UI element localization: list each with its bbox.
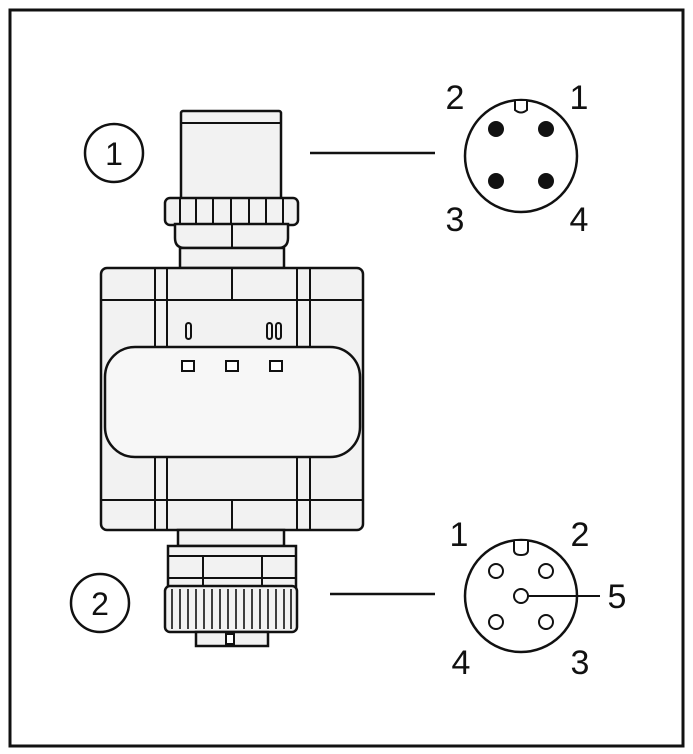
- callout-1-text: 1: [105, 136, 123, 172]
- bottom-pin-1: [488, 563, 504, 579]
- callout-2-text: 2: [91, 586, 109, 622]
- mark-i: [185, 322, 192, 340]
- bottom-pin-2: [538, 563, 554, 579]
- pinout-top-key: [514, 101, 528, 114]
- led-1: [181, 360, 195, 372]
- bottom-neck: [176, 528, 286, 548]
- mark-ii-b: [275, 322, 282, 340]
- housing-label-panel: [103, 345, 362, 459]
- pinout-top-face: [463, 98, 579, 214]
- bottom-connector-key: [225, 633, 235, 645]
- led-3: [269, 360, 283, 372]
- pinout-male-4pin: 1 2 3 4: [446, 79, 589, 239]
- top-pin-label-3: 3: [446, 201, 465, 239]
- bottom-pin-4: [488, 614, 504, 630]
- callout-2: 2: [69, 572, 131, 634]
- top-pin-4: [538, 173, 554, 189]
- callout-1: 1: [83, 122, 145, 184]
- pinout-female-5pin: 1 2 3 4 5: [450, 516, 627, 682]
- pinout-bottom-key: [513, 541, 529, 557]
- top-pin-2: [488, 121, 504, 137]
- bottom-pin-label-3: 3: [571, 644, 590, 682]
- bottom-connector-hex: [166, 544, 298, 590]
- bottom-connector-knurl: [163, 584, 299, 634]
- led-2: [225, 360, 239, 372]
- top-connector-shaft: [179, 109, 283, 203]
- top-pin-3: [488, 173, 504, 189]
- top-pin-label-2: 2: [446, 79, 465, 117]
- bottom-pin-label-4: 4: [452, 644, 471, 682]
- top-nut-ridges: [179, 198, 284, 225]
- bottom-pin-label-1: 1: [450, 516, 469, 554]
- bottom-pin-label-2: 2: [571, 516, 590, 554]
- top-neck: [178, 246, 286, 270]
- mark-ii-a: [266, 322, 273, 340]
- bottom-pin-5: [513, 588, 529, 604]
- bottom-pin-3: [538, 614, 554, 630]
- bottom-knurl-ridges: [171, 589, 292, 629]
- top-pin-label-1: 1: [570, 79, 589, 117]
- device-body-group: [99, 109, 365, 648]
- top-pin-label-4: 4: [570, 201, 589, 239]
- bottom-pin-label-5: 5: [608, 578, 627, 616]
- top-pin-1: [538, 121, 554, 137]
